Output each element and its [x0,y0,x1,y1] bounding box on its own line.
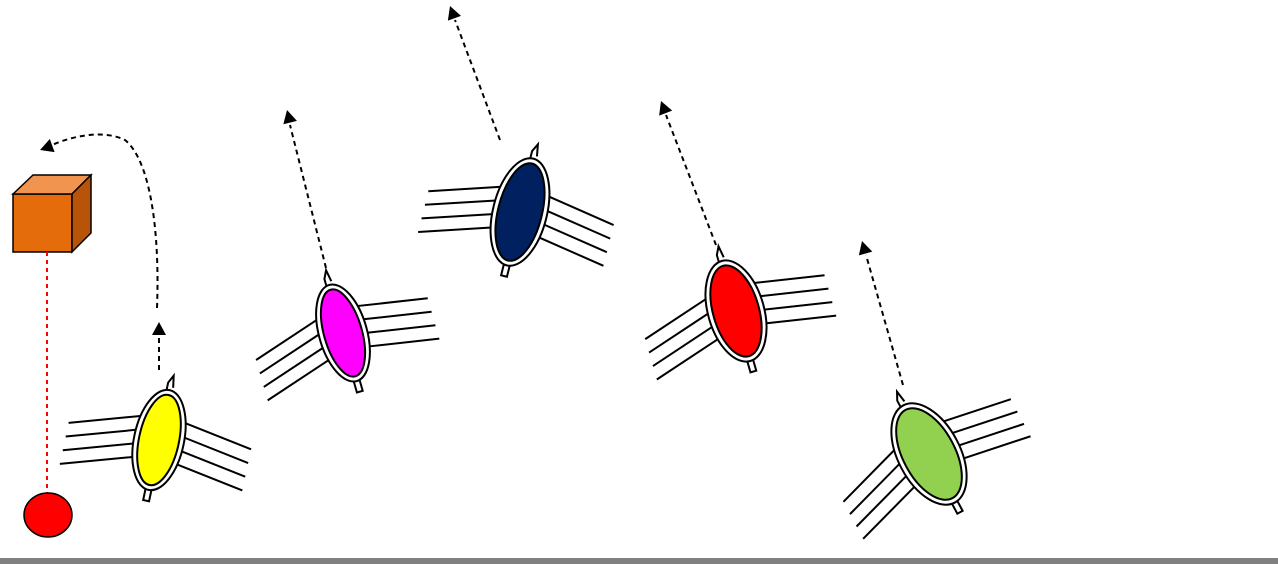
figure-yellow-right-line [177,450,248,476]
figure-red [626,220,844,397]
figures-layer [13,6,1047,558]
figure-green [810,346,1047,558]
figure-yellow-right-line [183,423,254,449]
figure-red-arrow [666,115,716,245]
figure-navy-arrowhead [448,6,461,21]
cube-icon [13,175,91,252]
figure-navy [413,121,628,298]
cube-front-face [13,194,72,252]
figure-green-arrowhead [859,241,872,255]
figure-magenta-arrowhead [283,110,297,124]
ball-icon [24,493,72,537]
figure-yellow-right-line [174,464,245,490]
bottom-bar [0,558,1278,564]
figure-navy-arrow [455,20,500,140]
figure-yellow [56,356,263,519]
figure-navy-right-line [546,196,617,225]
figure-green-arrow [866,255,903,385]
figure-navy-right-line [542,210,613,239]
figure-navy-right-line [536,237,607,266]
figure-red-arrowhead [659,101,672,116]
figure-magenta-arrow [290,125,326,268]
figure-yellow-arrowhead [152,322,166,335]
figure-navy-right-line [539,224,610,253]
figure-magenta [238,245,448,416]
curved-arrowhead [40,139,55,152]
figure-yellow-right-line [180,437,251,463]
